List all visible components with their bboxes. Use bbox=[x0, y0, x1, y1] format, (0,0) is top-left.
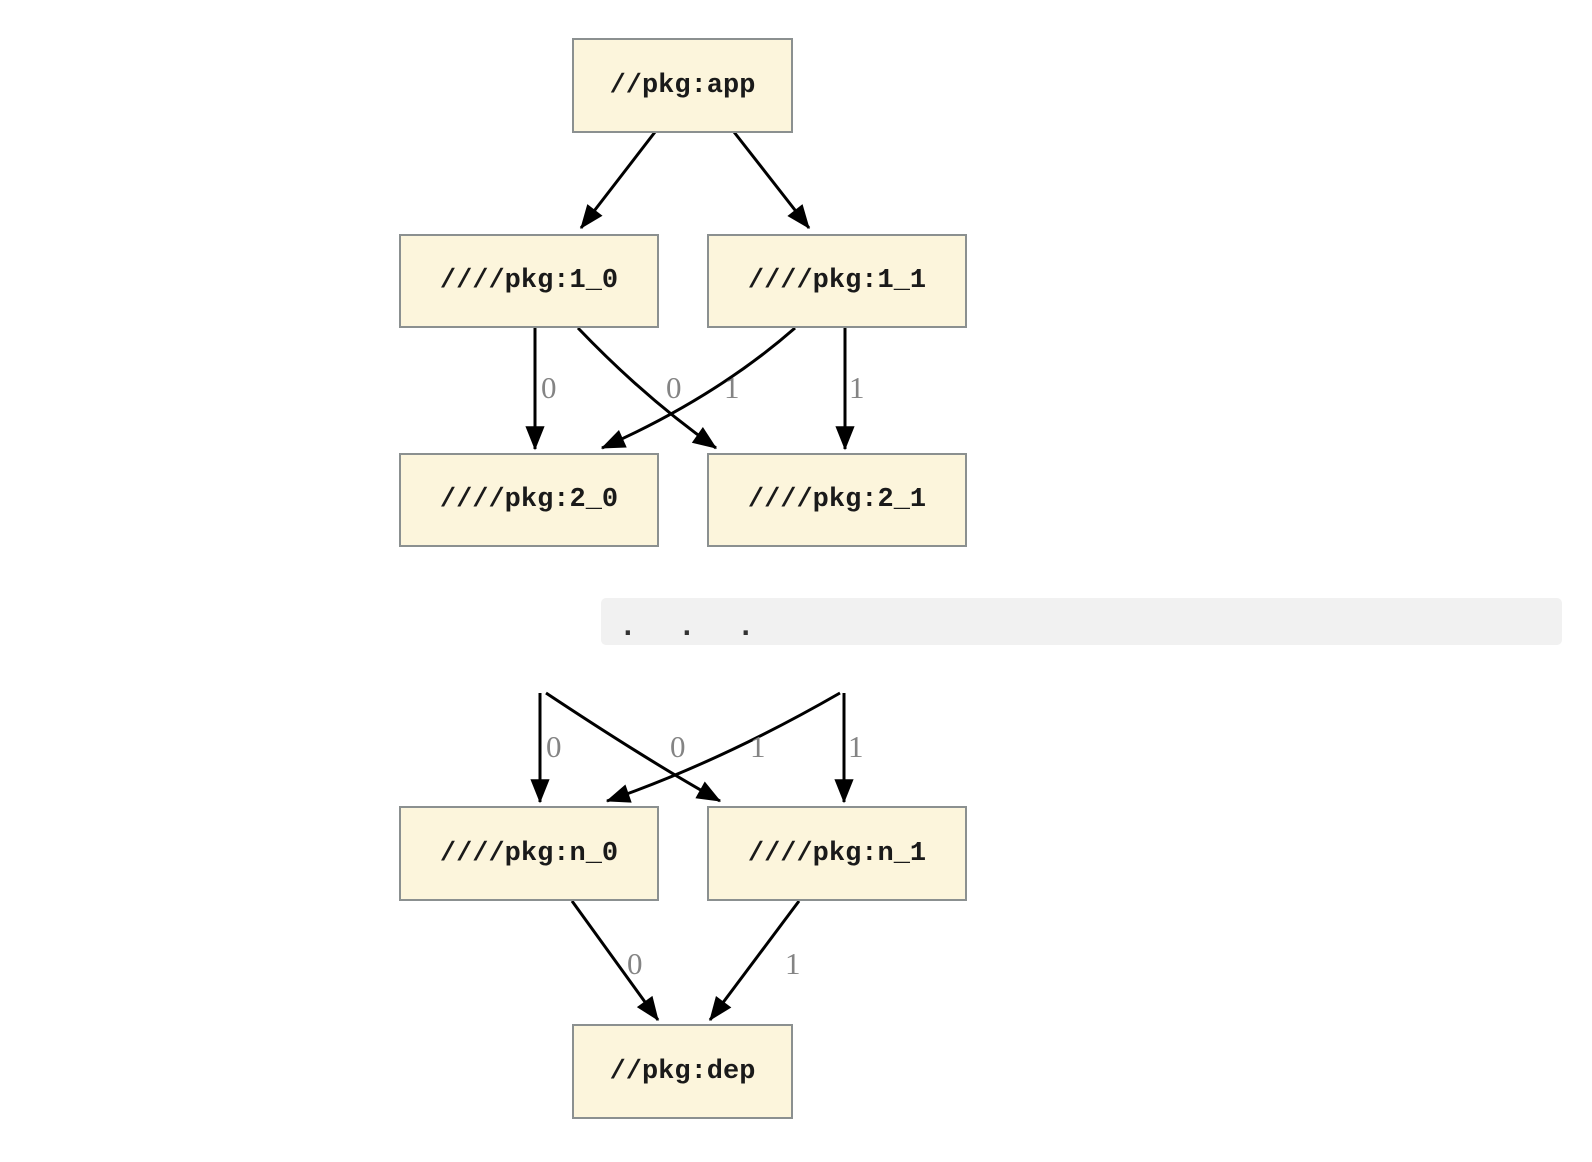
ellipsis-dots: . . . bbox=[620, 611, 758, 642]
edge-label-1-0-to-2-0: 0 bbox=[541, 370, 557, 405]
edge-label-1-1-to-2-1: 1 bbox=[849, 370, 865, 405]
node-pkg-2-0: ////pkg:2_0 bbox=[399, 453, 659, 547]
node-pkg-2-1: ////pkg:2_1 bbox=[707, 453, 967, 547]
node-pkg-1-1-label: ////pkg:1_1 bbox=[747, 266, 927, 296]
node-pkg-1-0-label: ////pkg:1_0 bbox=[439, 266, 619, 296]
node-pkg-n-0-label: ////pkg:n_0 bbox=[439, 838, 619, 869]
edge-label-1-1-to-2-0: 0 bbox=[666, 370, 682, 405]
node-pkg-n-1: ////pkg:n_1 bbox=[707, 806, 967, 901]
node-pkg-2-1-label: ////pkg:2_1 bbox=[747, 485, 927, 515]
node-pkg-2-0-label: ////pkg:2_0 bbox=[439, 485, 619, 515]
node-pkg-1-1: ////pkg:1_1 bbox=[707, 234, 967, 328]
node-pkg-1-0: ////pkg:1_0 bbox=[399, 234, 659, 328]
edge-label-n-1: 1 bbox=[848, 729, 864, 764]
edge-n-1-to-dep bbox=[708, 900, 801, 1021]
edge-label-1-0-to-2-1: 1 bbox=[724, 370, 740, 405]
node-app: //pkg:app bbox=[572, 38, 793, 133]
edge-label-n-1-cross: 1 bbox=[750, 729, 766, 764]
node-pkg-n-1-label: ////pkg:n_1 bbox=[747, 838, 927, 869]
edge-app-to-1-0 bbox=[579, 131, 657, 229]
edge-app-to-1-1 bbox=[732, 131, 811, 229]
edge-1-0-to-2-1 bbox=[576, 326, 717, 450]
edge-label-n-0-cross: 0 bbox=[670, 729, 686, 764]
node-app-label: //pkg:app bbox=[609, 70, 756, 101]
edge-prev-to-n-1-cross bbox=[545, 691, 722, 803]
edge-n-0-to-dep bbox=[570, 900, 660, 1021]
node-pkg-n-0: ////pkg:n_0 bbox=[399, 806, 659, 901]
edge-prev-to-n-0-cross bbox=[605, 691, 841, 803]
edge-label-n-0: 0 bbox=[546, 729, 562, 764]
node-dep-label: //pkg:dep bbox=[609, 1056, 756, 1087]
edge-label-n-1-to-dep: 1 bbox=[785, 946, 801, 981]
ellipsis-band: . . . bbox=[601, 598, 1562, 645]
node-dep: //pkg:dep bbox=[572, 1024, 793, 1119]
edge-label-n-0-to-dep: 0 bbox=[627, 946, 643, 981]
edge-1-1-to-2-0 bbox=[600, 326, 796, 450]
